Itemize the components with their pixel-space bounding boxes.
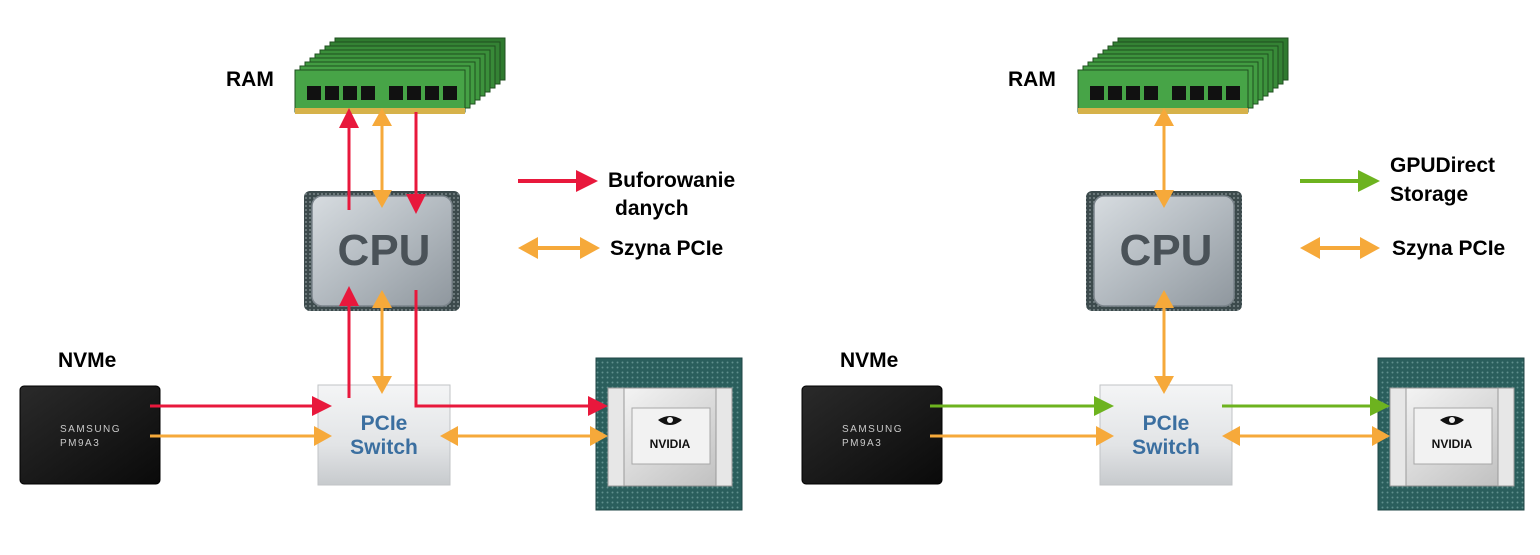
nvme-ssd-right: SAMSUNG PM9A3 [801, 385, 943, 485]
legend-right: GPUDirect Storage Szyna PCIe [1300, 154, 1505, 260]
green-arrow-ssd-to-switch-head [1094, 396, 1114, 416]
red-arrow-ram-to-cpu-head [406, 194, 426, 214]
legend-orange-arrow-icon-right [1300, 237, 1380, 259]
arrows-right [930, 108, 1390, 446]
legend-item2-right: Szyna PCIe [1392, 237, 1505, 260]
red-arrow-switch-to-cpu-head [339, 286, 359, 306]
nvidia-logo-icon-left [658, 416, 682, 425]
ssd-model-right: PM9A3 [842, 438, 882, 449]
cpu-label-right: CPU [1120, 226, 1213, 275]
legend-green-arrow-icon [1300, 170, 1380, 192]
gpu-chip-left: NVIDIA [595, 357, 743, 511]
right-panel: RAM CPU PCIe Switch NVMe SAMSUNG PM9A3 [801, 37, 1525, 511]
ram-label-right: RAM [1008, 68, 1056, 91]
legend-item1-line2-left: danych [615, 197, 689, 220]
arrows-left [150, 108, 608, 446]
pcie-switch-right: PCIe Switch [1099, 384, 1233, 486]
red-arrow-cpu-to-gpu-head [588, 396, 608, 416]
ram-module-right [1077, 37, 1289, 115]
nvme-ssd-left: SAMSUNG PM9A3 [19, 385, 161, 485]
nvme-label-right: NVMe [840, 349, 898, 372]
legend-item2-left: Szyna PCIe [610, 237, 723, 260]
cpu-chip-left: CPU [304, 191, 460, 311]
switch-label-line2-right: Switch [1132, 436, 1200, 459]
pcie-switch-left: PCIe Switch [317, 384, 451, 486]
switch-label-line1-left: PCIe [361, 412, 408, 435]
switch-label-line2-left: Switch [350, 436, 418, 459]
ssd-brand-left: SAMSUNG [60, 424, 121, 435]
legend-item1-line1-right: GPUDirect [1390, 154, 1495, 177]
legend-left: Buforowanie danych Szyna PCIe [518, 169, 735, 260]
nvidia-logo-icon-right [1440, 416, 1464, 425]
cpu-chip-right: CPU [1086, 191, 1242, 311]
legend-red-arrow-icon [518, 170, 598, 192]
legend-orange-arrow-icon [518, 237, 600, 259]
nvme-label-left: NVMe [58, 349, 116, 372]
cpu-label-left: CPU [338, 226, 431, 275]
legend-item1-line2-right: Storage [1390, 183, 1468, 206]
switch-label-line1-right: PCIe [1143, 412, 1190, 435]
ssd-brand-right: SAMSUNG [842, 424, 903, 435]
ram-label-left: RAM [226, 68, 274, 91]
gpu-logo-left: NVIDIA [650, 437, 691, 451]
red-arrow-cpu-to-ram-head [339, 108, 359, 128]
ssd-model-left: PM9A3 [60, 438, 100, 449]
legend-item1-line1-left: Buforowanie [608, 169, 735, 192]
red-arrow-cpu-to-gpu [414, 290, 590, 408]
gpu-chip-right: NVIDIA [1377, 357, 1525, 511]
ram-module-left [294, 37, 506, 115]
left-panel: RAM CPU PCIe Switch NVMe SAMSUNG PM9A3 [19, 37, 743, 511]
gpu-logo-right: NVIDIA [1432, 437, 1473, 451]
red-arrow-ssd-to-switch-head [312, 396, 332, 416]
green-arrow-switch-to-gpu-head [1370, 396, 1390, 416]
